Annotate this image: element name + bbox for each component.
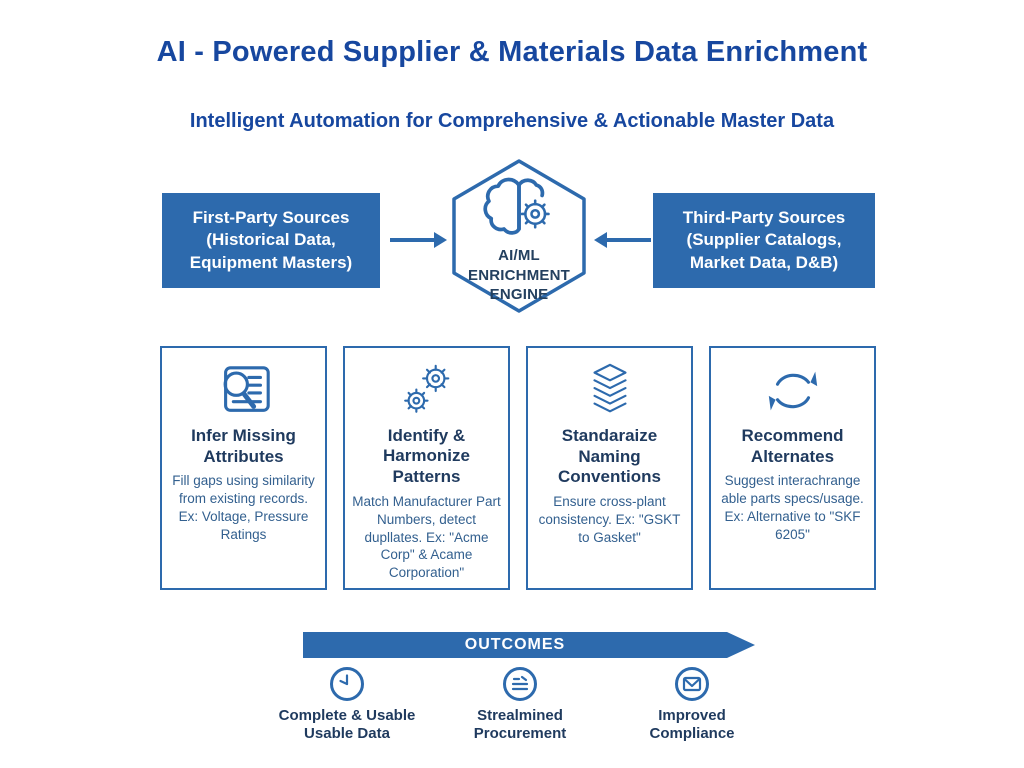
outcome-label: Complete & Usable Usable Data <box>279 707 416 743</box>
first-party-line-3: Equipment Masters) <box>189 252 353 272</box>
cycle-arrows-icon <box>756 360 830 422</box>
engine-line-3: ENGINE <box>489 286 549 303</box>
first-party-line-2: (Historical Data, <box>206 230 336 250</box>
first-party-line-1: First-Party Sources <box>192 208 350 228</box>
gauge-clock-icon <box>329 666 365 702</box>
page-subtitle: Intelligent Automation for Comprehensive… <box>189 110 835 132</box>
outcome-complete-usable-data: Complete & Usable Usable Data <box>247 666 447 743</box>
engine-line-2: ENRICHMENT <box>468 266 570 284</box>
outcome-label-line-1: Strealmined <box>477 707 563 724</box>
capability-card-standardize-naming-conventions: Standaraize Naming Conventions Ensure cr… <box>526 346 693 590</box>
engine-line-1: AI/ML <box>498 247 540 264</box>
outcome-label: Improved Compliance <box>649 707 734 743</box>
capability-card-recommend-alternates: Recommend Alternates Suggest interachran… <box>709 346 876 590</box>
card-body: Fill gaps using similarity from existing… <box>172 473 315 542</box>
outcomes-banner-label: OUTCOMES <box>464 636 566 653</box>
outcome-label-line-2: Procurement <box>473 725 567 742</box>
engine-label: AI/ML ENRICHMENT ENGINE <box>452 246 586 305</box>
outcome-label-line-1: Complete & Usable <box>278 707 416 724</box>
outcome-label-line-1: Improved <box>658 707 726 724</box>
capability-card-identify-harmonize-patterns: Identify & Harmonize Patterns Match Manu… <box>343 346 510 590</box>
page-title: AI - Powered Supplier & Materials Data E… <box>156 36 868 68</box>
stacked-layers-icon <box>573 360 647 422</box>
card-title: Recommend Alternates <box>741 426 844 466</box>
outcome-label-line-2: Usable Data <box>304 725 390 742</box>
third-party-line-3: Market Data, D&B) <box>689 252 839 272</box>
capability-card-infer-missing-attributes: Infer Missing Attributes Fill gaps using… <box>160 346 327 590</box>
outcome-label-line-2: Compliance <box>649 725 735 742</box>
first-party-sources-box: First-Party Sources (Historical Data, Eq… <box>162 193 380 288</box>
checklist-icon <box>502 666 538 702</box>
outcome-improved-compliance: Improved Compliance <box>612 666 772 743</box>
outcome-label: Strealmined Procurement <box>474 707 567 743</box>
card-body: Match Manufacturer Part Numbers, detect … <box>352 493 501 581</box>
card-body: Ensure cross-plant consistency. Ex: "GSK… <box>538 494 681 545</box>
card-title: Infer Missing Attributes <box>191 426 296 466</box>
card-title: Identify & Harmonize Patterns <box>383 425 470 487</box>
card-title: Standaraize Naming Conventions <box>558 426 661 487</box>
right-to-engine-arrow <box>594 232 651 248</box>
card-body: Suggest interachrange able parts specs/u… <box>721 473 864 542</box>
outcome-streamlined-procurement: Strealmined Procurement <box>440 666 600 743</box>
left-to-engine-arrow <box>390 232 447 248</box>
envelope-icon <box>674 666 710 702</box>
third-party-sources-box: Third-Party Sources (Supplier Catalogs, … <box>653 193 875 288</box>
brain-gear-icon <box>476 170 562 244</box>
gears-icon <box>390 360 464 422</box>
magnifier-document-icon <box>207 360 281 422</box>
third-party-line-1: Third-Party Sources <box>682 208 846 228</box>
third-party-line-2: (Supplier Catalogs, <box>686 230 842 250</box>
outcomes-banner: OUTCOMES <box>303 632 755 658</box>
